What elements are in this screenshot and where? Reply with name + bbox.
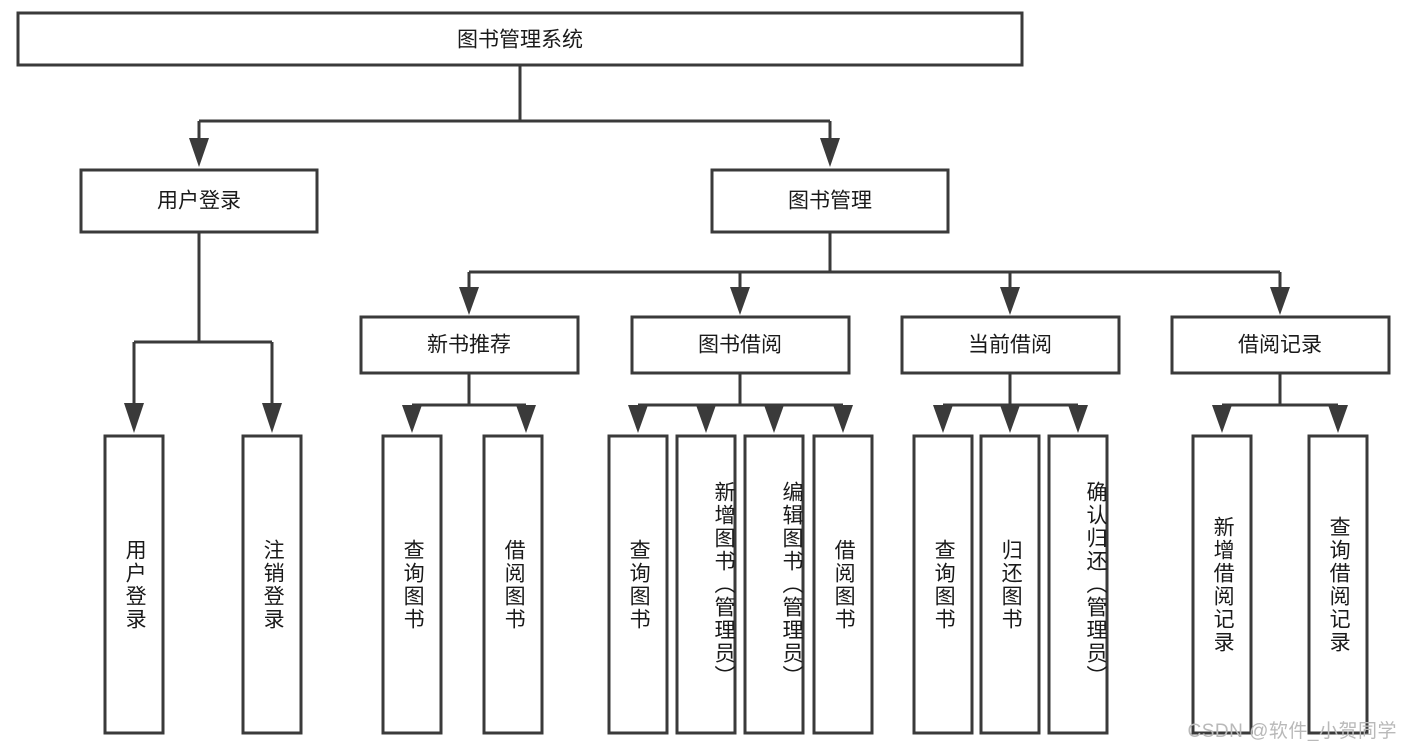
leaf-box-borrow-book-1[interactable] — [482, 434, 544, 735]
leaf-box-user-login[interactable] — [103, 434, 165, 735]
leaf-box-edit-book[interactable] — [743, 434, 805, 735]
node-book-manage-label: 图书管理 — [788, 190, 872, 213]
node-borrow-record-label: 借阅记录 — [1238, 334, 1322, 357]
arrow-root-to-user-login — [189, 138, 209, 167]
node-current-borrow-box[interactable] — [900, 315, 1121, 375]
arrow-root-to-book-manage — [820, 138, 840, 167]
node-book-borrow-label: 图书借阅 — [698, 334, 782, 357]
arrow-bb-leaf-3 — [764, 405, 784, 433]
node-user-login-label: 用户登录 — [157, 190, 241, 213]
leaf-box-add-book[interactable] — [675, 434, 737, 735]
arrow-cb-leaf-1 — [933, 405, 953, 433]
arrow-bm-to-current-borrow — [1000, 287, 1020, 315]
node-new-book-recommend-box[interactable] — [359, 315, 580, 375]
arrow-cb-leaf-2 — [1000, 405, 1020, 433]
arrow-bm-to-borrow-record — [1270, 287, 1290, 315]
arrow-user-login-leaf-1 — [124, 403, 144, 433]
node-new-book-recommend-label: 新书推荐 — [427, 334, 511, 357]
leaf-box-borrow-book-2[interactable] — [812, 434, 874, 735]
node-book-borrow-box[interactable] — [630, 315, 851, 375]
arrow-nbr-leaf-1 — [402, 405, 422, 433]
arrow-bb-leaf-4 — [833, 405, 853, 433]
leaf-box-query-record[interactable] — [1307, 434, 1369, 735]
leaf-box-query-book-1[interactable] — [381, 434, 443, 735]
arrow-br-leaf-1 — [1212, 405, 1232, 433]
node-root-box[interactable] — [16, 11, 1024, 67]
leaf-box-add-record[interactable] — [1191, 434, 1253, 735]
arrow-br-leaf-2 — [1328, 405, 1348, 433]
node-borrow-record-box[interactable] — [1170, 315, 1391, 375]
arrow-cb-leaf-3 — [1068, 405, 1088, 433]
leaf-box-return-book[interactable] — [979, 434, 1041, 735]
csdn-watermark: CSDN @软件_小贺同学 — [1187, 721, 1397, 742]
arrow-nbr-leaf-2 — [516, 405, 536, 433]
node-book-manage-box[interactable] — [710, 168, 950, 234]
arrow-bb-leaf-2 — [696, 405, 716, 433]
node-root-label: 图书管理系统 — [457, 29, 583, 52]
arrow-user-login-leaf-2 — [262, 403, 282, 433]
leaf-box-confirm-return[interactable] — [1047, 434, 1109, 735]
arrow-bm-to-book-borrow — [730, 287, 750, 315]
leaf-box-query-book-3[interactable] — [912, 434, 974, 735]
leaf-box-query-book-2[interactable] — [607, 434, 669, 735]
node-current-borrow-label: 当前借阅 — [968, 334, 1052, 357]
arrow-bm-to-new-book — [459, 287, 479, 315]
leaf-box-user-logout[interactable] — [241, 434, 303, 735]
arrow-bb-leaf-1 — [628, 405, 648, 433]
